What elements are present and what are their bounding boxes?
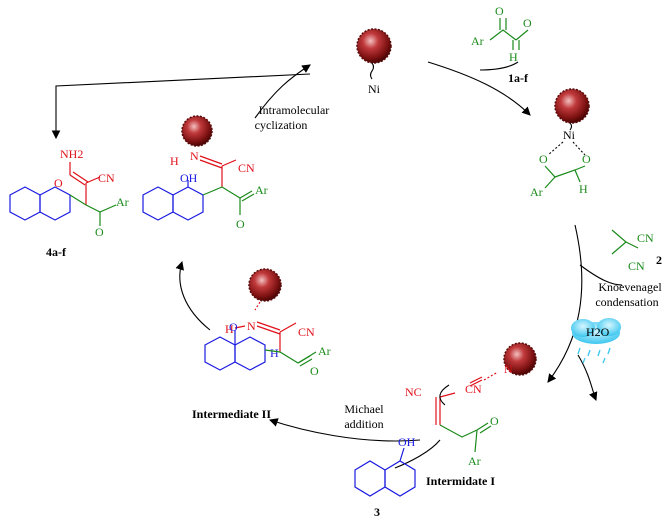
step-knoevenagel-2: condensation <box>595 295 658 309</box>
svg-text:H: H <box>225 322 234 336</box>
svg-text:Ar: Ar <box>255 183 268 197</box>
svg-text:NC: NC <box>405 385 422 399</box>
svg-text:O: O <box>495 4 504 18</box>
arrow-to-cyclization <box>175 260 211 331</box>
arrow-aldehyde-in <box>479 61 519 71</box>
svg-text:Ar: Ar <box>116 195 129 209</box>
svg-text:N: N <box>504 362 513 376</box>
svg-text:N: N <box>247 319 256 333</box>
svg-text:O: O <box>95 225 104 239</box>
svg-text:CN: CN <box>98 171 115 185</box>
svg-text:H: H <box>509 50 518 64</box>
arrow-cyclization <box>254 64 311 119</box>
svg-text:OH: OH <box>180 171 198 185</box>
svg-text:O: O <box>523 16 532 30</box>
svg-text:O: O <box>582 152 591 166</box>
reactant-3-label: 3 <box>374 505 380 519</box>
svg-text:Ar: Ar <box>318 344 331 358</box>
water-label: H2O <box>586 325 610 339</box>
svg-text:O: O <box>490 414 499 428</box>
intermediate-2-label: Intermediate II <box>192 407 271 421</box>
arrow-michael <box>268 418 421 442</box>
nanoparticle-icon <box>554 88 590 124</box>
svg-text:O: O <box>539 152 548 166</box>
svg-text:O: O <box>229 320 238 334</box>
nanoparticle-icon <box>248 268 282 302</box>
svg-text:NH2: NH2 <box>60 147 83 161</box>
reactant-malononitrile: CN CN 2 <box>611 229 662 273</box>
arrow-knoevenagel <box>547 224 583 383</box>
arrow-water-out <box>577 354 598 402</box>
nanoparticle-icon <box>503 342 537 376</box>
arrow-aldehyde-coordination <box>427 61 531 116</box>
intermediate-1-label: Intermidate I <box>426 474 495 488</box>
product-structure: NH2 CN O O Ar 4a-f <box>9 147 129 259</box>
step-intramolecular-1: Intramolecular <box>259 103 330 117</box>
svg-text:Ni: Ni <box>563 128 576 142</box>
svg-text:CN: CN <box>298 325 315 339</box>
step-michael-2: addition <box>344 417 383 431</box>
svg-text:O: O <box>236 217 245 231</box>
intermediate-1-structure: N CN NC O Ar Intermidate I <box>405 342 537 488</box>
water-cloud: H2O <box>571 318 621 364</box>
nanoparticle-icon <box>356 28 392 64</box>
svg-text:O: O <box>310 364 319 378</box>
reactant-1-naphthol: OH 3 <box>354 435 416 519</box>
step-intramolecular-2: cyclization <box>255 118 308 132</box>
svg-text:OH: OH <box>398 435 416 449</box>
product-label: 4a-f <box>46 245 67 259</box>
intermediate-2-structure: H N CN O H O Ar Intermediate II <box>192 268 331 421</box>
catalyst-glyoxal-complex: Ni O O Ar H <box>530 88 591 199</box>
reactant-2-label: 2 <box>656 253 662 267</box>
ni-label: Ni <box>368 82 381 96</box>
svg-text:H: H <box>170 154 179 168</box>
reactant-aryl-glyoxal: O O Ar H 1a-f <box>471 4 532 85</box>
svg-text:CN: CN <box>465 382 482 396</box>
arrow-malononitrile-in <box>579 264 623 286</box>
svg-text:Ar: Ar <box>471 34 484 48</box>
catalyst-ni-top: Ni <box>356 28 392 96</box>
svg-text:H: H <box>579 182 588 196</box>
svg-text:Ar: Ar <box>468 454 481 468</box>
svg-text:CN: CN <box>238 161 255 175</box>
arrow-to-product <box>51 73 311 140</box>
svg-text:O: O <box>54 176 63 190</box>
pre-cyclization-structure: H N CN OH O Ar <box>142 115 268 231</box>
svg-text:CN: CN <box>628 259 645 273</box>
arrow-naphthol-in <box>394 439 441 469</box>
step-michael-1: Michael <box>344 402 384 416</box>
reactant-1-label: 1a-f <box>508 71 529 85</box>
svg-text:CN: CN <box>637 231 654 245</box>
nanoparticle-icon <box>181 115 213 147</box>
svg-text:H: H <box>270 346 279 360</box>
step-knoevenagel-1: Knoevenagel <box>598 280 662 294</box>
svg-text:Ar: Ar <box>530 185 543 199</box>
svg-text:N: N <box>190 149 199 163</box>
